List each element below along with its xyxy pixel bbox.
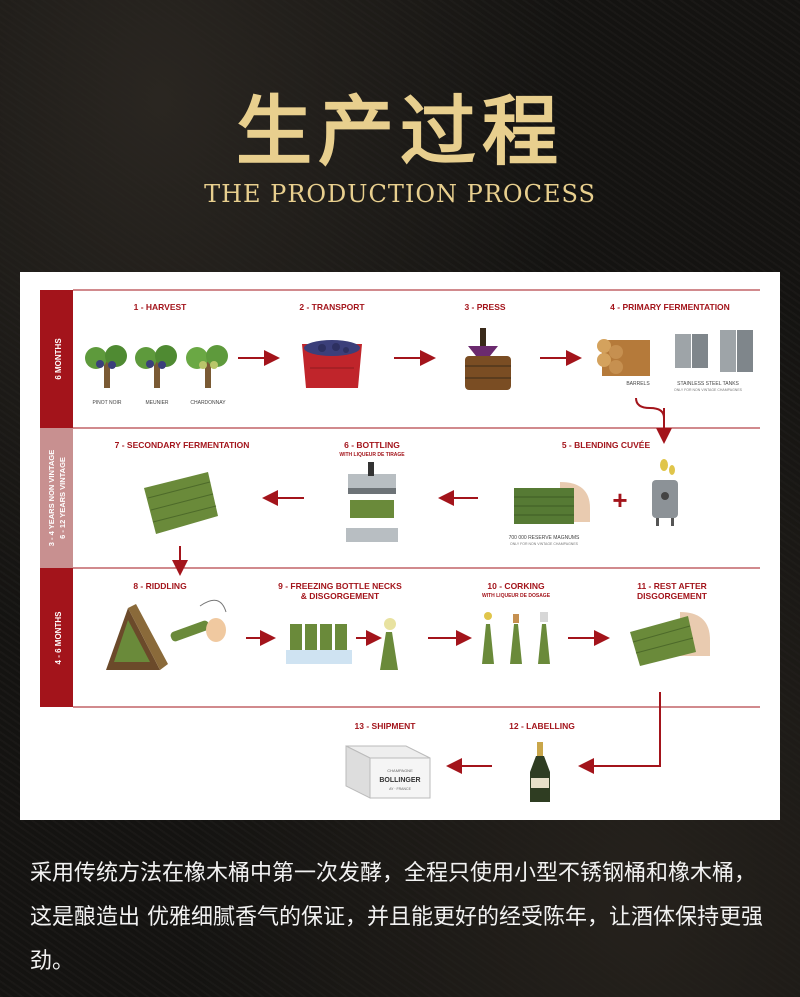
step-6-subtitle: WITH LIQUEUR DE TIRAGE	[339, 452, 405, 458]
shipping-box-icon: CHAMPAGNE BOLLINGER AY · FRANCE	[345, 745, 431, 799]
caption-meunier: MEUNIER	[145, 400, 168, 406]
description-text: 采用传统方法在橡木桶中第一次发酵，全程只使用小型不锈钢桶和橡木桶，这是酿造出 优…	[30, 861, 763, 974]
barrel-icon	[597, 339, 650, 376]
caption-pinot: PINOT NOIR	[92, 400, 121, 406]
champagne-bottle-icon	[530, 742, 550, 802]
band-2	[40, 428, 73, 568]
caption-tanks-sub: ONLY FOR NON VINTAGE CHAMPAGNES	[674, 388, 743, 392]
caption-magnums: 700 000 RESERVE MAGNUMS	[509, 535, 580, 541]
arrow-11-12	[578, 692, 661, 774]
band-1	[40, 290, 73, 428]
step-13-title: 13 - SHIPMENT	[355, 721, 417, 731]
tank-icon	[675, 330, 753, 372]
step-11-title-1: 11 - REST AFTER	[637, 581, 707, 591]
bottling-machine-icon	[346, 462, 398, 542]
band-label-3: 4 - 6 MONTHS	[54, 611, 63, 665]
step-10-title: 10 - CORKING	[487, 581, 545, 591]
step-5-title: 5 - BLENDING CUVÉE	[562, 440, 651, 450]
caption-tanks: STAINLESS STEEL TANKS	[677, 381, 739, 387]
disgorged-bottle-icon	[380, 618, 398, 670]
step-10-subtitle: WITH LIQUEUR DE DOSAGE	[482, 593, 551, 599]
band-label-1: 6 MONTHS	[54, 338, 63, 380]
crate-icon	[302, 340, 362, 388]
corking-bottles-icon	[482, 612, 550, 664]
step-1-title: 1 - HARVEST	[134, 302, 188, 312]
caption-magnums-sub: ONLY FOR NON VINTAGE CHAMPAGNES	[510, 542, 579, 546]
riddling-rack-icon	[106, 604, 168, 670]
step-4-title: 4 - PRIMARY FERMENTATION	[610, 302, 730, 312]
magnum-stack-icon	[514, 482, 590, 524]
step-6-title: 6 - BOTTLING	[344, 440, 400, 450]
step-9-title-1: 9 - FREEZING BOTTLE NECKS	[278, 581, 402, 591]
press-icon	[465, 328, 511, 390]
box-sub-text: AY · FRANCE	[389, 787, 412, 791]
step-9-title-2: & DISGORGEMENT	[301, 591, 380, 601]
page-subtitle: THE PRODUCTION PROCESS	[204, 180, 596, 208]
grapevine-icon	[85, 345, 228, 388]
caption-barrels: BARRELS	[626, 381, 650, 387]
box-brand-text: BOLLINGER	[379, 777, 420, 784]
riddling-hand-icon	[170, 599, 227, 642]
box-top-text: CHAMPAGNE	[387, 768, 413, 773]
step-7-title: 7 - SECONDARY FERMENTATION	[115, 440, 250, 450]
blending-tank-icon	[652, 459, 678, 526]
caption-chardonnay: CHARDONNAY	[190, 400, 226, 406]
page-title: 生产过程	[236, 87, 564, 176]
step-3-title: 3 - PRESS	[464, 302, 505, 312]
step-8-title: 8 - RIDDLING	[133, 581, 187, 591]
step-12-title: 12 - LABELLING	[509, 721, 575, 731]
band-label-2b: 6 - 12 YEARS VINTAGE	[58, 457, 67, 539]
freezing-bath-icon	[286, 624, 352, 664]
process-diagram: 6 MONTHS 3 - 4 YEARS NON VINTAGE 6 - 12 …	[20, 272, 780, 820]
step-11-title-2: DISGORGEMENT	[637, 591, 708, 601]
band-3	[40, 568, 73, 707]
bottle-stack-icon	[144, 472, 218, 534]
band-label-2a: 3 - 4 YEARS NON VINTAGE	[47, 450, 56, 546]
step-2-title: 2 - TRANSPORT	[299, 302, 365, 312]
resting-bottles-icon	[630, 612, 710, 666]
arrow-4-5	[635, 397, 665, 419]
plus-icon: +	[612, 485, 627, 515]
